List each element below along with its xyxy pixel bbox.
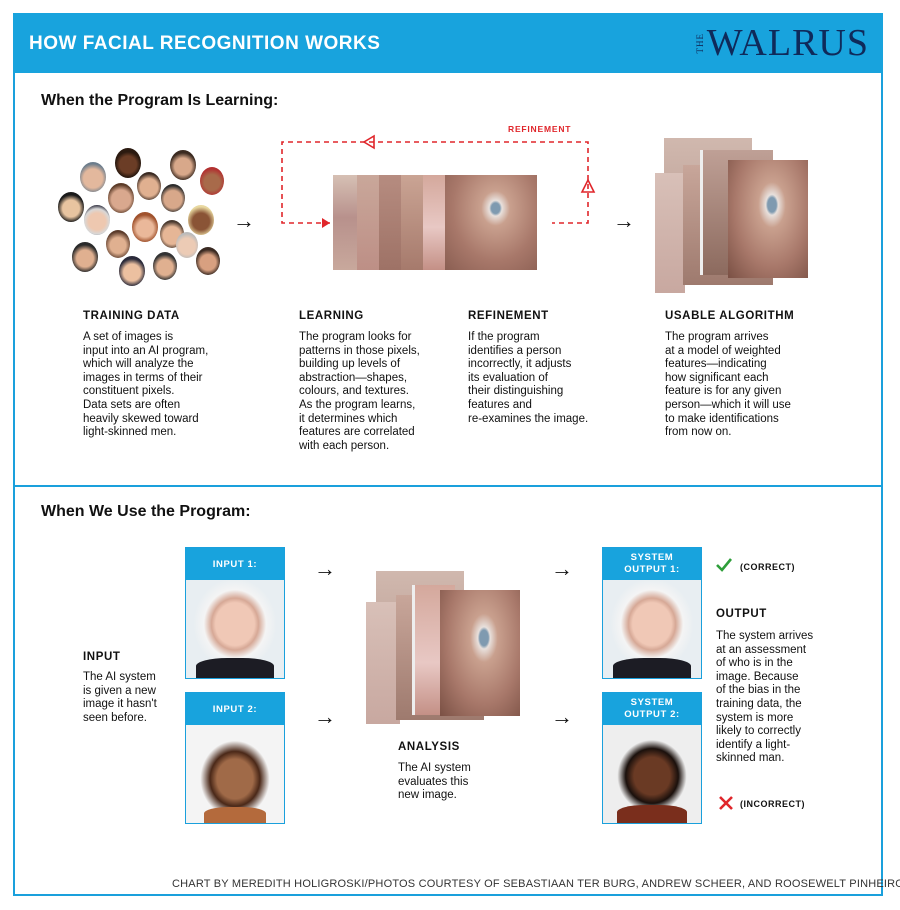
output-card-1: SYSTEM OUTPUT 1:: [602, 547, 702, 679]
image-strip: [366, 602, 400, 724]
logo-name: WALRUS: [706, 22, 869, 64]
arrow-right-icon: →: [233, 208, 255, 233]
input-photo-2: [186, 725, 284, 823]
arrow-right-icon: [322, 218, 330, 228]
image-strip: [423, 175, 445, 270]
face-photo: [132, 212, 158, 242]
face-photo: [196, 247, 220, 275]
step-label-usable-algorithm: USABLE ALGORITHM: [665, 310, 795, 322]
output-label: OUTPUT: [716, 608, 767, 620]
step-text-learning: The program looks for patterns in those …: [299, 331, 420, 452]
arrow-right-icon: →: [551, 556, 573, 581]
face-photo: [72, 242, 98, 272]
output-card-label: SYSTEM OUTPUT 2:: [603, 693, 701, 725]
header-bar: HOW FACIAL RECOGNITION WORKS THE WALRUS: [13, 13, 883, 73]
image-strip: [401, 175, 423, 270]
step-label-refinement: REFINEMENT: [468, 310, 549, 322]
face-photo: [188, 205, 214, 235]
arrow-right-icon: →: [314, 556, 336, 581]
cross-icon: [719, 796, 733, 810]
output-card-label: SYSTEM OUTPUT 1:: [603, 548, 701, 580]
face-photo: [137, 172, 161, 200]
output-card-2: SYSTEM OUTPUT 2:: [602, 692, 702, 824]
refinement-loop-label: REFINEMENT: [508, 124, 572, 134]
analysis-text: The AI system evaluates this new image.: [398, 762, 471, 802]
refinement-loop: [281, 134, 596, 228]
image-strip: [445, 175, 537, 270]
step-label-learning: LEARNING: [299, 310, 364, 322]
arrow-right-icon: →: [551, 704, 573, 729]
arrow-right-icon: →: [314, 704, 336, 729]
input-card-1: INPUT 1:: [185, 547, 285, 679]
output-1-result: (CORRECT): [740, 562, 795, 572]
step-text-usable-algorithm: The program arrives at a model of weight…: [665, 331, 791, 439]
input-card-2: INPUT 2:: [185, 692, 285, 824]
image-strip: [728, 160, 808, 278]
step-label-training-data: TRAINING DATA: [83, 310, 180, 322]
logo-prefix: THE: [694, 32, 705, 54]
use-section-title: When We Use the Program:: [41, 503, 251, 520]
face-photo: [200, 167, 224, 195]
analysis-label: ANALYSIS: [398, 741, 460, 753]
infographic-title: HOW FACIAL RECOGNITION WORKS: [29, 33, 381, 54]
walrus-logo: THE WALRUS: [695, 23, 869, 63]
arrow-left-icon: [362, 134, 375, 150]
output-text: The system arrives at an assessment of w…: [716, 630, 814, 765]
step-text-training-data: A set of images is input into an AI prog…: [83, 331, 209, 439]
face-photo: [80, 162, 106, 192]
face-photo: [176, 232, 198, 258]
face-photo: [106, 230, 130, 258]
image-strip: [333, 175, 357, 270]
check-icon: [716, 558, 732, 572]
face-photo: [161, 184, 185, 212]
output-2-result: (INCORRECT): [740, 799, 805, 809]
face-photo: [84, 205, 110, 235]
face-photo: [119, 256, 145, 286]
face-photo: [58, 192, 84, 222]
arrow-up-icon: [580, 178, 596, 193]
input-label: INPUT: [83, 651, 121, 663]
face-photo: [153, 252, 177, 280]
face-photo: [170, 150, 196, 180]
arrow-right-icon: →: [613, 208, 635, 233]
image-strip: [440, 590, 520, 716]
input-card-label: INPUT 2:: [186, 693, 284, 725]
input-card-label: INPUT 1:: [186, 548, 284, 580]
photo-credit: CHART BY MEREDITH HOLIGROSKI/PHOTOS COUR…: [172, 878, 900, 890]
input-photo-1: [186, 580, 284, 678]
step-text-refinement: If the program identifies a person incor…: [468, 331, 589, 425]
face-photo: [108, 183, 134, 213]
image-strip: [655, 173, 685, 293]
learning-section-title: When the Program Is Learning:: [41, 92, 279, 109]
output-photo-1: [603, 580, 701, 678]
face-photo: [115, 148, 141, 178]
section-divider: [13, 485, 883, 487]
output-photo-2: [603, 725, 701, 823]
image-strip: [357, 175, 379, 270]
image-strip: [379, 175, 401, 270]
input-text: The AI system is given a new image it ha…: [83, 671, 157, 724]
